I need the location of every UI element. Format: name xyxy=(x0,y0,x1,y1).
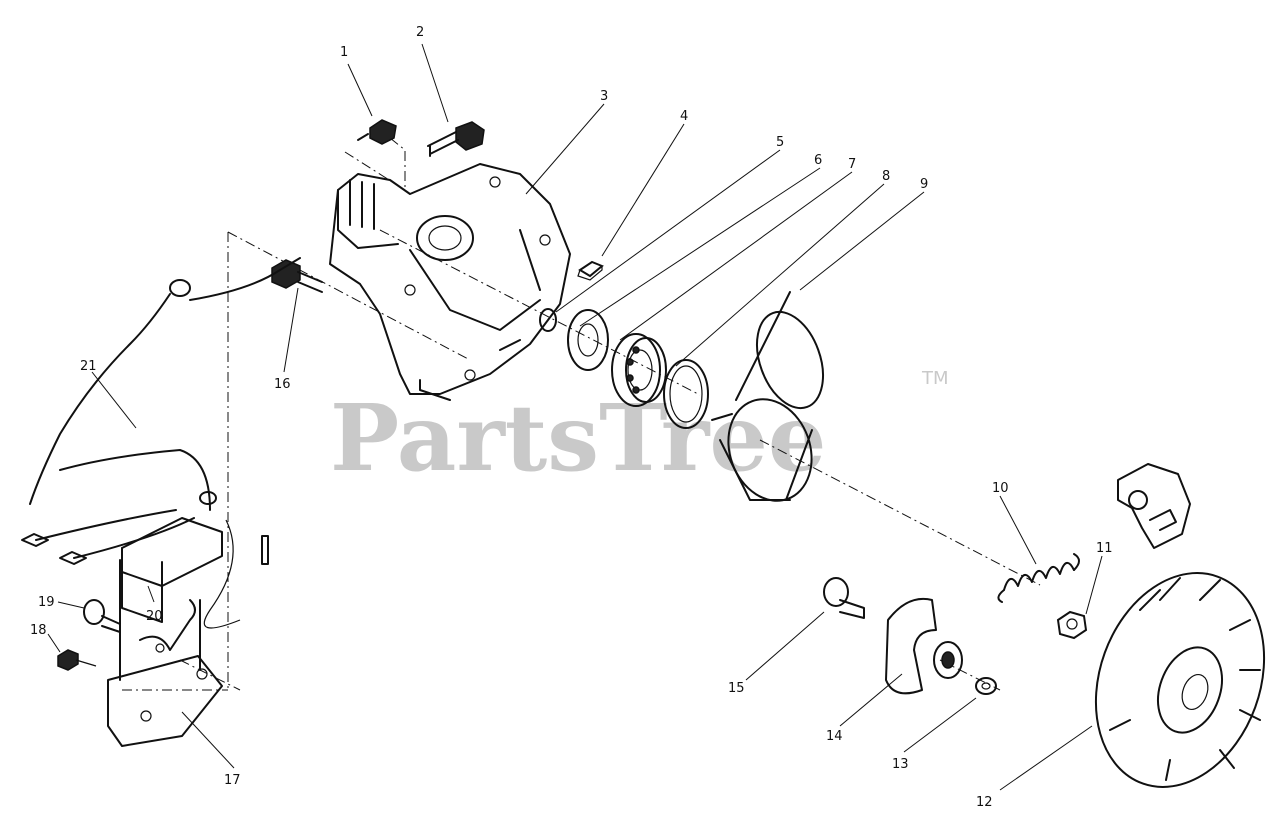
part-15-shoulder-bolt xyxy=(823,577,865,619)
part-6-washer xyxy=(567,309,609,371)
watermark-text: PartsTree xyxy=(330,384,826,492)
part-17-bracket xyxy=(107,559,223,747)
callout-7: 7 xyxy=(848,157,856,172)
callout-15: 15 xyxy=(728,681,745,696)
callout-21: 21 xyxy=(80,359,97,374)
part-5-ring xyxy=(539,308,557,332)
part-1-bolt xyxy=(357,119,397,145)
part-7-bearing xyxy=(611,333,667,407)
callout-2: 2 xyxy=(416,25,424,40)
part-11-nut xyxy=(1056,610,1088,640)
callout-10: 10 xyxy=(992,481,1009,496)
callout-14: 14 xyxy=(826,729,843,744)
callout-8: 8 xyxy=(882,169,890,184)
leader-lines xyxy=(47,43,1103,791)
callout-20: 20 xyxy=(146,609,163,624)
callout-12: 12 xyxy=(976,795,993,810)
watermark-trademark: TM xyxy=(921,368,949,389)
part-19-screw xyxy=(83,599,121,633)
callout-5: 5 xyxy=(776,135,784,150)
part-18-screw xyxy=(57,649,97,671)
callout-16: 16 xyxy=(274,377,291,392)
callout-9: 9 xyxy=(920,177,928,192)
callout-6: 6 xyxy=(814,153,822,168)
part-12-flywheel xyxy=(1094,572,1266,788)
part-16-bolt xyxy=(271,259,323,293)
callout-19: 19 xyxy=(38,595,55,610)
callout-13: 13 xyxy=(892,757,909,772)
callout-1: 1 xyxy=(340,45,348,60)
callout-11: 11 xyxy=(1096,541,1113,556)
part-2-bolt xyxy=(427,121,485,157)
part-4-pin xyxy=(577,260,604,281)
part-3-housing xyxy=(329,163,571,401)
part-13-washer xyxy=(975,677,997,695)
callout-18: 18 xyxy=(30,623,47,638)
part-14-clutch-shoe xyxy=(885,598,963,695)
part-10-spring xyxy=(997,553,1080,603)
part-21-wire-harness xyxy=(21,257,301,629)
watermark: PartsTree TM xyxy=(330,368,949,492)
part-9-clutch-drum xyxy=(711,291,824,502)
part-8-snap-ring xyxy=(663,359,709,429)
callout-4: 4 xyxy=(680,109,688,124)
callout-17: 17 xyxy=(224,773,241,788)
ignition-module xyxy=(1117,463,1191,549)
callout-3: 3 xyxy=(600,89,608,104)
callout-labels: 1 2 3 4 5 6 7 8 9 10 11 12 13 14 15 16 1… xyxy=(30,25,1113,810)
